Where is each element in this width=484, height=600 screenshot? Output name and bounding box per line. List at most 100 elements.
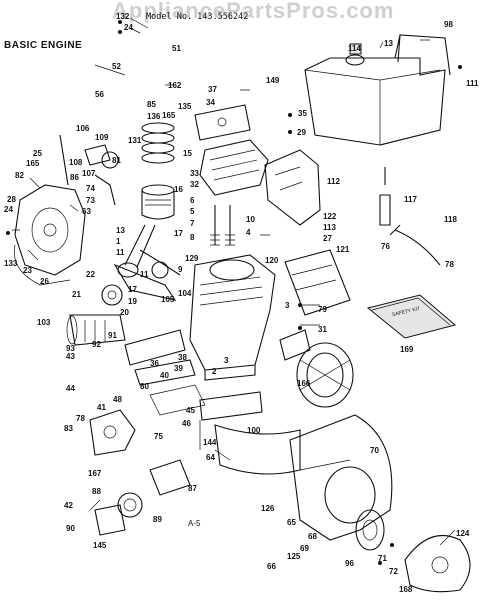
part-label: 33: [190, 169, 199, 178]
part-label: 8: [190, 233, 195, 242]
part-label: 104: [178, 289, 192, 298]
part-label: 11: [116, 248, 125, 257]
part-label: 71: [378, 554, 387, 563]
part-label: 46: [182, 419, 191, 428]
part-label: 98: [444, 20, 453, 29]
part-label: 149: [266, 76, 280, 85]
part-label: 40: [160, 371, 169, 380]
part-label: 111: [466, 79, 479, 88]
part-label: 83: [64, 424, 73, 433]
part-label: 162: [168, 81, 182, 90]
part-label: 24: [4, 205, 13, 214]
flywheel-gear: [101, 284, 123, 306]
part-label: 17: [128, 285, 137, 294]
part-label: 6: [190, 196, 195, 205]
part-label: 7: [190, 219, 195, 228]
part-label: 120: [265, 256, 279, 265]
part-label: 136: [147, 112, 161, 121]
part-label: 165: [26, 159, 40, 168]
part-label: 24: [124, 23, 133, 32]
part-label: 108: [69, 158, 83, 167]
part-label: 73: [86, 196, 95, 205]
part-label: 144: [203, 438, 217, 447]
part-label: 15: [183, 149, 192, 158]
cylinder-block-illustration: [189, 254, 276, 381]
part-label: 27: [323, 234, 332, 243]
part-label: 45: [186, 406, 195, 415]
part-label: 169: [400, 345, 414, 354]
part-label: 22: [86, 270, 95, 279]
piston-illustration: [141, 184, 175, 220]
rewind-starter-illustration: [404, 535, 471, 593]
part-label: 167: [88, 469, 102, 478]
part-label: 92: [92, 340, 101, 349]
part-label: 38: [178, 353, 187, 362]
part-label: 113: [323, 223, 336, 232]
part-label: 72: [389, 567, 398, 576]
fuel-tank-illustration: [304, 34, 451, 146]
part-label: 118: [444, 215, 457, 224]
flywheel-illustration: [296, 342, 354, 408]
part-label: 35: [298, 109, 307, 118]
part-label: 42: [64, 501, 73, 510]
piston-rings: [141, 122, 175, 164]
part-label: 10: [246, 215, 255, 224]
part-label: 2: [212, 367, 217, 376]
part-label: 135: [178, 102, 192, 111]
part-label: 20: [120, 308, 129, 317]
part-label: 1: [116, 237, 121, 246]
breather-parts: [59, 134, 119, 206]
part-label: 16: [174, 185, 183, 194]
part-label: 85: [147, 100, 156, 109]
part-label: 82: [15, 171, 24, 180]
part-label: 44: [66, 384, 75, 393]
part-label: 9: [178, 265, 183, 274]
part-label: 63: [82, 207, 91, 216]
intake-parts: [94, 459, 191, 536]
part-label: 48: [113, 395, 122, 404]
starter-pulley-illustration: [355, 509, 385, 551]
diagram-title: BASIC ENGINE: [4, 40, 83, 51]
part-label: 126: [261, 504, 275, 513]
part-label: 3: [224, 356, 229, 365]
part-label: 13: [116, 226, 125, 235]
part-label: 114: [348, 44, 361, 53]
part-label: 21: [72, 290, 81, 299]
gasket-plates: [149, 384, 263, 421]
part-label: 81: [112, 156, 121, 165]
part-label: 166: [297, 379, 311, 388]
part-label: 133: [4, 259, 18, 268]
part-label: 91: [108, 331, 117, 340]
part-label: 19: [128, 297, 137, 306]
part-label: 32: [190, 180, 199, 189]
part-label: 4: [246, 228, 251, 237]
part-label: 65: [287, 518, 296, 527]
part-label: 25: [33, 149, 42, 158]
part-label: 13: [384, 39, 393, 48]
part-label: 129: [185, 254, 199, 263]
leader-lines: [12, 17, 456, 546]
part-label: 26: [40, 277, 49, 286]
part-label: 90: [66, 524, 75, 533]
part-label: 87: [188, 484, 197, 493]
part-label: 93: [66, 344, 75, 353]
part-label: 122: [323, 212, 337, 221]
part-label: 11: [140, 270, 149, 279]
part-label: 112: [327, 177, 340, 186]
part-label: 3: [285, 301, 290, 310]
part-label: 64: [206, 453, 215, 462]
part-label: 43: [66, 352, 75, 361]
part-label: 78: [445, 260, 454, 269]
muffler-illustration: [66, 314, 126, 346]
part-label: 41: [97, 403, 106, 412]
governor-illustration: [279, 329, 311, 361]
gasket-23: [13, 244, 71, 286]
tank-bracket-illustration: [264, 149, 321, 226]
part-label: 36: [150, 359, 159, 368]
part-label: 132: [116, 12, 130, 21]
part-label: 37: [208, 85, 217, 94]
part-label: 88: [92, 487, 101, 496]
part-label: 28: [7, 195, 16, 204]
